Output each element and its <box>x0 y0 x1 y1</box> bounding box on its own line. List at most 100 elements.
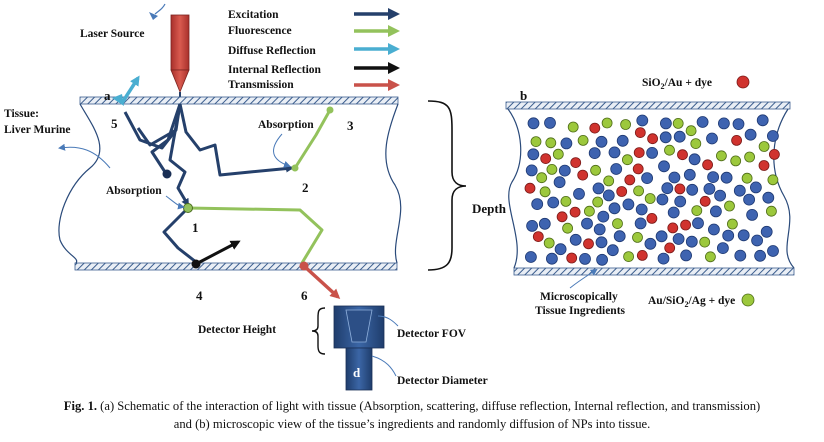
depth-brace <box>427 100 467 271</box>
blue-tissue-particle <box>622 198 635 211</box>
tissue-top-boundary <box>79 96 399 105</box>
legend-arrow-black-icon <box>354 62 400 74</box>
blue-tissue-particle <box>560 137 573 150</box>
green-nanoparticle <box>705 251 716 263</box>
green-nanoparticle <box>690 138 702 150</box>
laser-pointer-arrow <box>154 3 166 15</box>
legend-label: Fluorescence <box>228 25 292 37</box>
marker-1: 1 <box>192 220 199 235</box>
blue-tissue-particle <box>686 183 699 196</box>
green-nanoparticle <box>632 231 643 243</box>
green-nanoparticle <box>590 164 601 176</box>
red-nanoparticle <box>674 183 686 195</box>
green-nanoparticle <box>530 136 542 148</box>
transmission-arrow <box>302 264 341 300</box>
blue-tissue-particle <box>714 189 726 202</box>
blue-tissue-particle <box>673 130 686 143</box>
green-nanoparticle <box>536 172 548 184</box>
blue-tissue-particle <box>610 163 623 175</box>
red-nanoparticle <box>680 219 691 231</box>
green-nanoparticle <box>633 185 644 197</box>
marker-3: 3 <box>347 118 354 133</box>
red-nanoparticle <box>570 157 582 169</box>
marker-5: 5 <box>111 116 118 131</box>
detector-diameter-label: Detector Diameter <box>397 375 488 387</box>
excitation-paths <box>123 103 294 264</box>
tissue-right-edge <box>385 103 402 264</box>
legend-label: Diffuse Reflection <box>228 45 316 57</box>
blue-tissue-particle <box>710 205 722 218</box>
legend-green-np-label: Au/SiO2/Ag + dye <box>648 295 735 309</box>
red-nanoparticle <box>632 163 644 175</box>
absorption-point-upper <box>162 169 172 179</box>
ingredients-pointer <box>569 268 598 289</box>
detector-diameter-pointer <box>371 355 397 377</box>
blue-tissue-particle <box>547 196 560 209</box>
caption-text-line1: (a) Schematic of the interaction of ligh… <box>97 399 761 413</box>
legend-arrow-navy-icon <box>354 8 400 20</box>
blue-tissue-particle <box>544 117 556 129</box>
blue-tissue-particle <box>525 164 538 177</box>
green-nanoparticle <box>727 218 738 230</box>
red-nanoparticle <box>540 153 552 165</box>
depth-label: Depth <box>472 201 507 216</box>
detector-icon <box>333 305 385 391</box>
blue-tissue-particle <box>668 171 681 184</box>
green-nanoparticle <box>622 154 633 166</box>
blue-tissue-particle <box>744 128 757 141</box>
legend-arrow-green-icon <box>354 25 400 37</box>
legend-arrow-cyan-icon <box>354 43 400 55</box>
blue-tissue-particle <box>656 193 669 206</box>
absorption-label-left: Absorption <box>106 185 162 197</box>
absorption-right-pointer <box>273 133 291 168</box>
marker-4: 4 <box>196 288 203 303</box>
green-nanoparticle <box>730 155 742 167</box>
blue-tissue-particle <box>762 191 775 204</box>
green-nanoparticle <box>724 200 735 212</box>
blue-tissue-particle <box>546 252 558 265</box>
green-nanoparticle <box>603 175 615 187</box>
blue-tissue-particle <box>696 116 709 128</box>
green-nanoparticle <box>562 222 573 234</box>
blue-tissue-particle <box>703 182 716 195</box>
absorption-point-1 <box>183 203 193 213</box>
panel-b-top-boundary <box>505 101 791 110</box>
green-nanoparticle <box>699 236 711 248</box>
laser-source-icon <box>170 14 190 100</box>
blue-tissue-particle <box>706 132 718 145</box>
figure-caption: Fig. 1. (a) Schematic of the interaction… <box>6 397 818 433</box>
absorption-label-right: Absorption <box>258 119 314 131</box>
green-nanoparticle <box>767 174 779 186</box>
blue-tissue-particle <box>707 171 719 184</box>
green-nanoparticle <box>741 172 753 184</box>
green-nanoparticle <box>691 205 703 217</box>
blue-tissue-particle <box>688 153 701 166</box>
blue-tissue-particle <box>527 117 540 130</box>
legend-item-diffuse-reflection: Diffuse Reflection <box>228 43 400 57</box>
diffuse-reflection-point <box>112 94 124 106</box>
legend-label: Transmission <box>228 79 294 91</box>
blue-tissue-particle <box>680 249 692 262</box>
green-nanoparticle <box>672 118 684 129</box>
legend-item-transmission: Transmission <box>228 79 400 91</box>
detector-fov-pointer <box>377 315 399 327</box>
red-nanoparticle <box>664 242 676 254</box>
green-nanoparticle <box>766 205 777 217</box>
red-nanoparticle <box>616 186 628 197</box>
panel-b: b SiO2/Au + dye Au/SiO2/Ag + dye Microsc… <box>505 75 795 317</box>
blue-tissue-particle <box>554 243 567 256</box>
blue-tissue-particle <box>743 193 755 206</box>
blue-tissue-particle <box>595 135 608 148</box>
blue-tissue-particle <box>646 146 658 159</box>
blue-tissue-particle <box>659 131 672 144</box>
blue-tissue-particle <box>634 217 647 230</box>
blue-tissue-particle <box>683 168 696 181</box>
fluorescence-paths <box>187 109 332 264</box>
blue-tissue-particle <box>718 117 730 130</box>
green-nanoparticle <box>612 218 623 230</box>
blue-tissue-particle <box>553 176 566 189</box>
tissue-pointer-arrow <box>58 143 111 169</box>
detector-height-label: Detector Height <box>198 324 276 336</box>
red-nanoparticle <box>731 134 742 146</box>
red-nanoparticle <box>624 174 636 186</box>
